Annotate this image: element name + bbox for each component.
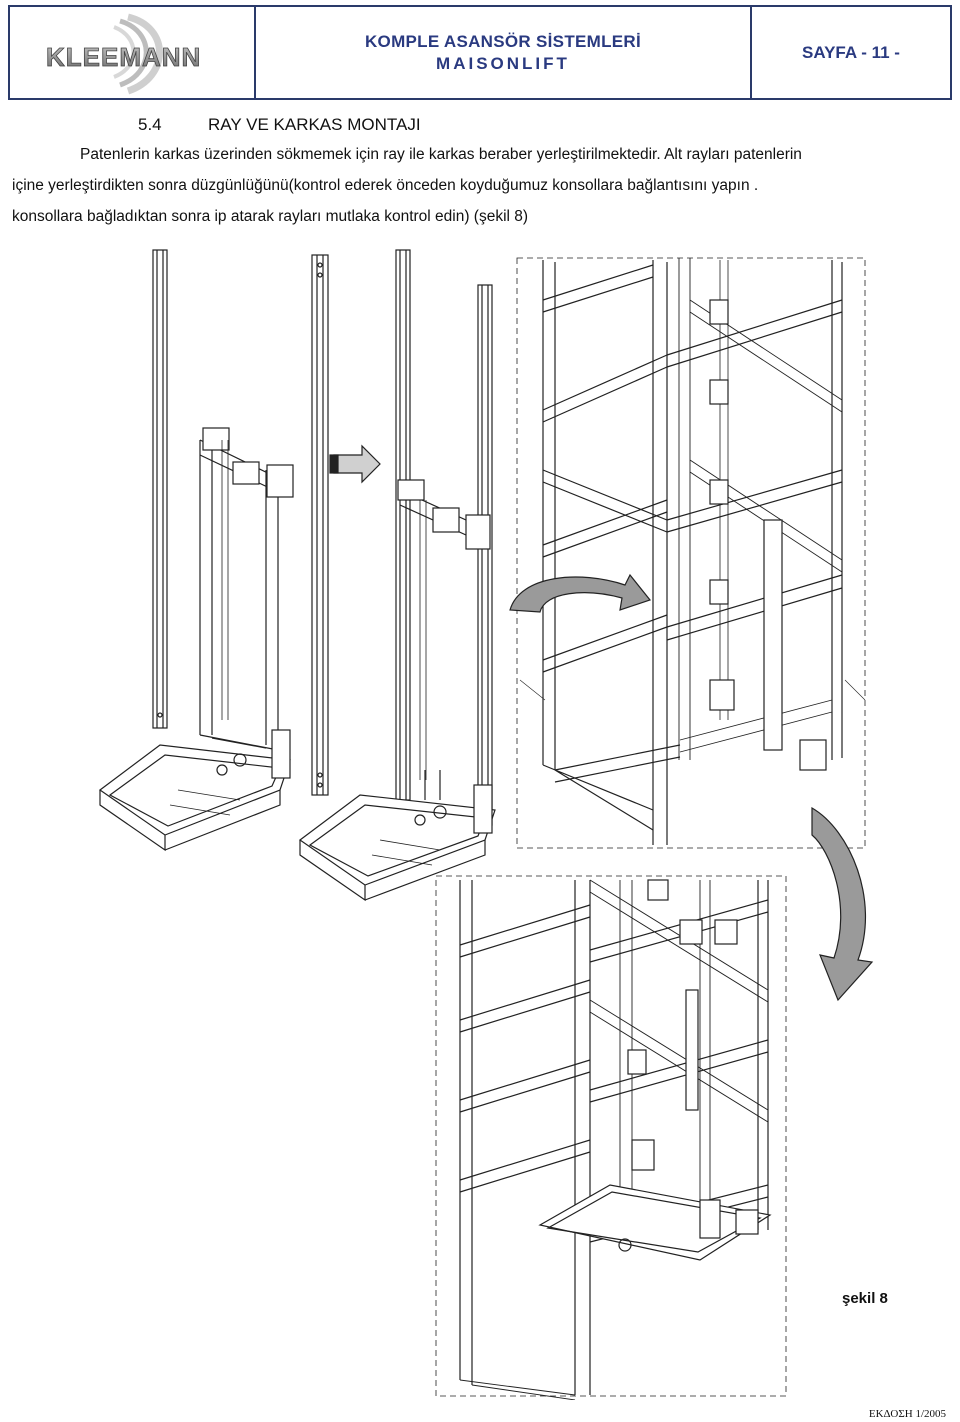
- section-number: 5.4: [138, 115, 162, 134]
- arrow-right-icon: [329, 444, 381, 484]
- body-line-3: konsollara bağladıktan sonra ip atarak r…: [12, 208, 529, 225]
- curved-arrow-down-icon: [811, 806, 874, 1002]
- page-number-cell: SAYFA - 11 -: [752, 7, 950, 98]
- body-line-1: Patenlerin karkas üzerinden sökmemek içi…: [80, 146, 802, 163]
- header-title-cell: KOMPLE ASANSÖR SİSTEMLERİ MAISONLIFT: [256, 7, 752, 98]
- curved-arrow-icon: [509, 573, 652, 613]
- kleemann-logo: KLEEMANN: [46, 13, 201, 95]
- section-title: RAY VE KARKAS MONTAJI: [208, 115, 421, 134]
- section-heading: 5.4 RAY VE KARKAS MONTAJI: [138, 115, 421, 135]
- logo-cell: KLEEMANN: [10, 7, 256, 98]
- page-header: KLEEMANN KOMPLE ASANSÖR SİSTEMLERİ MAISO…: [8, 5, 952, 100]
- rail-middle: [311, 254, 329, 796]
- document-title: KOMPLE ASANSÖR SİSTEMLERİ: [364, 31, 642, 51]
- document-subtitle: MAISONLIFT: [436, 53, 570, 73]
- svg-text:KLEEMANN: KLEEMANN: [46, 42, 201, 72]
- sling-frame-with-rail: [298, 249, 496, 902]
- footer-edition: ΕΚΔΟΣΗ 1/2005: [868, 1408, 946, 1420]
- sling-frame-left: [98, 427, 294, 852]
- figure-caption: şekil 8: [842, 1290, 888, 1307]
- body-line-2: içine yerleştirdikten sonra düzgünlüğünü…: [12, 177, 759, 194]
- rail-left: [152, 249, 168, 729]
- page-number: SAYFA - 11 -: [802, 42, 900, 62]
- shaft-frame-upper: [516, 257, 866, 849]
- assembly-drawing: [98, 249, 874, 1400]
- shaft-frame-lower: [435, 875, 787, 1400]
